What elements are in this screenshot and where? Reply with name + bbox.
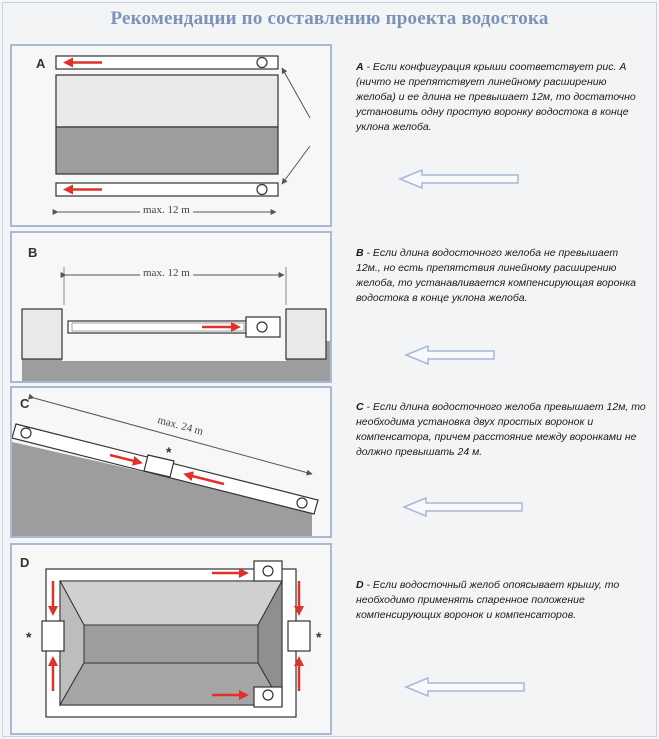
wall-left — [21, 308, 63, 360]
panel-d: D * * — [10, 543, 332, 735]
dimension-line — [28, 393, 313, 476]
compensator-left — [41, 620, 65, 652]
description-b: B - Если длина водосточного желоба не пр… — [356, 246, 638, 306]
compensator-marker: * — [166, 444, 172, 460]
flow-arrow-right — [183, 471, 225, 486]
description-c-letter: C — [356, 401, 364, 413]
panel-a-letter: A — [36, 56, 46, 71]
diagram-d — [41, 560, 311, 718]
panel-b-letter: B — [28, 245, 38, 260]
gutter-top — [55, 55, 279, 70]
downpipe-top — [256, 56, 268, 69]
description-b-letter: B — [356, 247, 364, 259]
description-d: D - Если водосточный желоб опоясывает кр… — [356, 578, 646, 623]
description-c-text: - Если длина водосточного желоба превыша… — [356, 401, 646, 458]
panel-c-letter: C — [20, 396, 30, 411]
description-a: A - Если конфигурация крыши соответствуе… — [356, 60, 641, 135]
downpipe-bottom — [256, 183, 268, 196]
hint-arrow-c — [402, 496, 523, 518]
description-d-letter: D — [356, 579, 364, 591]
diagram-a — [52, 55, 311, 215]
diagram-c — [12, 393, 319, 536]
diagram-b — [21, 267, 330, 381]
description-c: C - Если длина водосточного желоба превы… — [356, 400, 646, 460]
page-title: Рекомендации по составлению проекта водо… — [110, 8, 549, 29]
compensator-marker-right: * — [316, 629, 322, 645]
roof-dark — [55, 126, 279, 175]
roof-top-face — [59, 580, 283, 626]
roof-ridge — [83, 624, 259, 664]
panel-b: B max. 12 m — [10, 231, 332, 383]
ground — [22, 341, 330, 381]
panel-c: C max. 24 m * — [10, 386, 332, 538]
panel-a: A max. 12 m — [10, 44, 332, 227]
hint-arrow-a — [398, 168, 519, 190]
downpipe — [256, 321, 268, 333]
description-a-letter: A — [356, 61, 364, 73]
hint-arrow-b — [404, 344, 495, 366]
pointer-line-bottom — [281, 145, 311, 185]
description-a-text: - Если конфигурация крыши соответствует … — [356, 61, 636, 133]
dimension-label-b: max. 12 m — [140, 267, 193, 279]
pointer-line-top — [281, 67, 311, 119]
panel-d-letter: D — [20, 555, 30, 570]
compensator-right — [287, 620, 311, 652]
downpipe-right — [296, 497, 308, 509]
downpipe-bottom — [262, 689, 274, 701]
downpipe-left — [20, 427, 32, 439]
description-b-text: - Если длина водосточного желоба не прев… — [356, 247, 637, 304]
downpipe-top — [262, 565, 274, 577]
description-d-text: - Если водосточный желоб опоясывает крыш… — [356, 579, 620, 621]
dimension-label-a: max. 12 m — [140, 204, 193, 216]
compensator-marker-left: * — [26, 629, 32, 645]
roof-light — [55, 74, 279, 128]
roof-bottom-face — [59, 662, 283, 706]
gutter-outline — [71, 322, 245, 332]
gutter-bottom — [55, 182, 279, 197]
hint-arrow-d — [404, 676, 525, 698]
wall-right — [285, 308, 327, 360]
